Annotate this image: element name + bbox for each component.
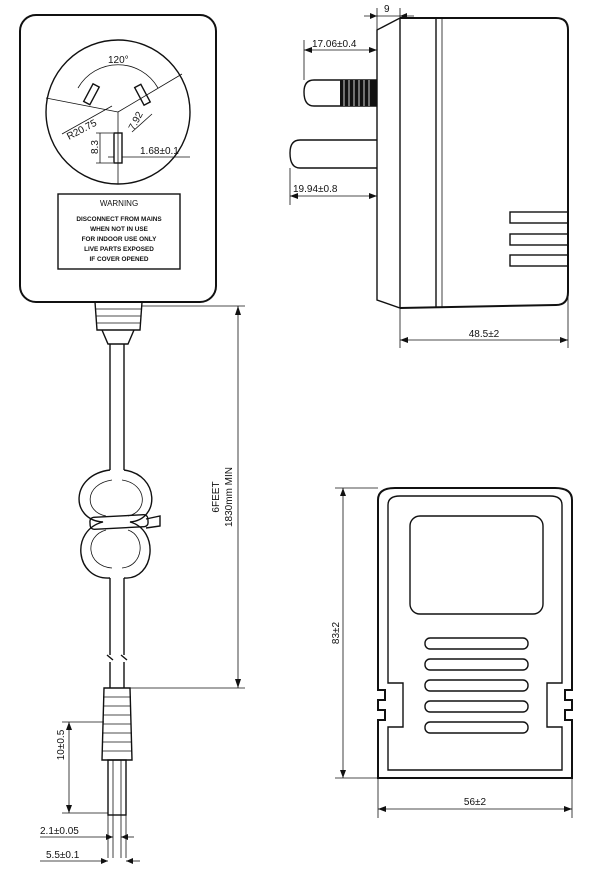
cable-assembly <box>78 301 161 858</box>
plug-outer-diameter-label: 5.5±0.1 <box>46 850 80 861</box>
height-label: 83±2 <box>331 621 342 644</box>
side-pin-top <box>303 79 377 107</box>
radius-label: R20.75 <box>65 118 99 143</box>
angle-arc <box>77 64 159 89</box>
side-vent-3 <box>509 254 569 267</box>
angle-label: 120° <box>108 55 129 66</box>
warning-line-1: DISCONNECT FROM MAINS <box>76 216 162 223</box>
pin-left <box>82 82 101 106</box>
bottom-vent-4 <box>424 700 529 713</box>
cable-length-feet: 6FEET <box>211 481 222 512</box>
bottom-housing-outer <box>377 487 573 779</box>
side-plate <box>376 16 401 309</box>
front-view: 120° R20.75 7.92 8.3 1.68±0.1 WARNING DI… <box>19 14 217 303</box>
cable-tie <box>89 513 149 531</box>
warning-line-5: IF COVER OPENED <box>90 256 149 263</box>
depth-label: 48.5±2 <box>469 329 500 340</box>
pin-width-label: 1.68±0.1 <box>140 146 179 157</box>
pin-top-length-label: 17.06±0.4 <box>312 39 357 50</box>
plug-ribs <box>102 696 132 752</box>
bottom-vent-3 <box>424 679 529 692</box>
pin-bottom-length-label: 19.94±0.8 <box>293 184 338 195</box>
side-vent-2 <box>509 233 569 246</box>
dc-plug-barrel <box>107 759 127 816</box>
bottom-housing-inner <box>387 495 563 771</box>
side-body <box>399 17 569 309</box>
bottom-vent-2 <box>424 658 529 671</box>
warning-line-3: FOR INDOOR USE ONLY <box>82 236 157 243</box>
cable-coil <box>78 469 153 579</box>
side-pin-bottom <box>289 139 377 169</box>
dc-plug-grip <box>101 687 133 761</box>
plate-thickness-label: 9 <box>384 4 390 15</box>
warning-line-4: LIVE PARTS EXPOSED <box>84 246 154 253</box>
pin-right <box>133 83 152 107</box>
pin-insulation <box>340 80 377 106</box>
bottom-vent-1 <box>424 637 529 650</box>
pin-height-label: 8.3 <box>90 140 101 154</box>
side-view: 9 17.06±0.4 19.94±0.8 48.5±2 <box>289 4 569 348</box>
plug-inner-diameter-label: 2.1±0.05 <box>40 826 79 837</box>
width-label: 56±2 <box>464 797 487 808</box>
plug-length-label: 10±0.5 <box>56 729 67 760</box>
warning-title: WARNING <box>100 199 138 208</box>
strain-relief <box>94 301 143 331</box>
pin-bottom <box>113 132 123 164</box>
bottom-view: 83±2 56±2 <box>331 487 573 818</box>
bottom-vent-5 <box>424 721 529 734</box>
warning-label-box <box>57 193 181 270</box>
cable-length-dimension: 6FEET 1830mm MIN <box>128 305 245 689</box>
pin-offset-label: 7.92 <box>127 110 146 133</box>
plug-dimensions: 10±0.5 2.1±0.05 5.5±0.1 <box>40 721 140 864</box>
cable-length-mm: 1830mm MIN <box>224 467 235 527</box>
side-vent-1 <box>509 211 569 224</box>
bottom-label-recess <box>409 515 544 615</box>
warning-line-2: WHEN NOT IN USE <box>90 226 149 233</box>
